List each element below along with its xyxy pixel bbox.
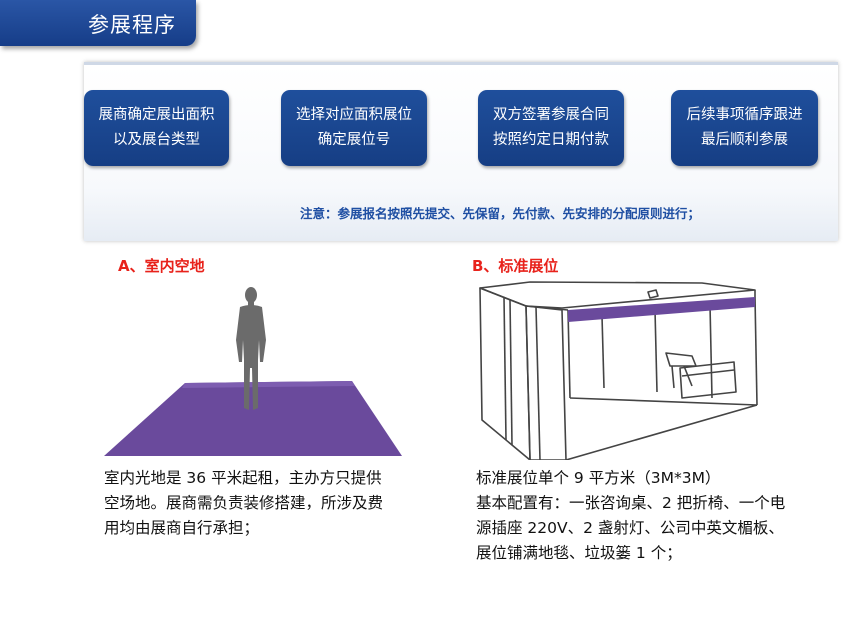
person-silhouette [236,287,266,410]
section-b-description: 标准展位单个 9 平方米（3M*3M） 基本配置有：一张咨询桌、2 把折椅、一个… [476,466,785,566]
section-b-desc-line-4: 展位铺满地毯、垃圾篓 1 个； [476,544,682,562]
step-3-line-1: 双方签署参展合同 [493,107,609,123]
booth-fascia-board [568,297,755,322]
section-b-desc-line-3: 源插座 220V、2 盏射灯、公司中英文楣板、 [476,519,784,537]
step-2-line-2: 确定展位号 [317,132,391,148]
section-a-desc-line-1: 室内光地是 36 平米起租，主办方只提供 [104,469,382,487]
section-b-desc-line-2: 基本配置有：一张咨询桌、2 把折椅、一个电 [476,494,786,512]
step-3-box: 双方签署参展合同 按照约定日期付款 [478,90,624,166]
section-a-desc-line-3: 用均由展商自行承担； [104,519,260,537]
standard-booth-illustration [479,281,758,460]
step-1-line-1: 展商确定展出面积 [98,107,215,123]
step-2-box: 选择对应面积展位 确定展位号 [281,90,427,166]
step-1-box: 展商确定展出面积 以及展台类型 [84,90,229,166]
title-bar: 参展程序 [0,0,196,46]
section-a-description: 室内光地是 36 平米起租，主办方只提供 空场地。展商需负责装修搭建，所涉及费 … [104,466,383,541]
carpet-highlight [182,381,355,388]
step-2-line-1: 选择对应面积展位 [296,107,412,123]
registration-note: 注意：参展报名按照先提交、先保留，先付款、先安排的分配原则进行； [300,206,701,221]
step-4-box: 后续事项循序跟进 最后顺利参展 [671,90,818,166]
page-title: 参展程序 [88,13,176,37]
section-a-title: A、室内空地 [118,257,205,275]
section-a-desc-line-2: 空场地。展商需负责装修搭建，所涉及费 [104,494,384,512]
step-3-line-2: 按照约定日期付款 [493,132,609,148]
section-b-title: B、标准展位 [472,257,559,275]
step-4-line-1: 后续事项循序跟进 [686,107,803,123]
section-b-desc-line-1: 标准展位单个 9 平方米（3M*3M） [476,469,721,487]
step-4-line-2: 最后顺利参展 [701,132,788,148]
step-1-line-2: 以及展台类型 [113,132,200,148]
raw-space-illustration [104,287,402,456]
purple-carpet [104,381,402,456]
